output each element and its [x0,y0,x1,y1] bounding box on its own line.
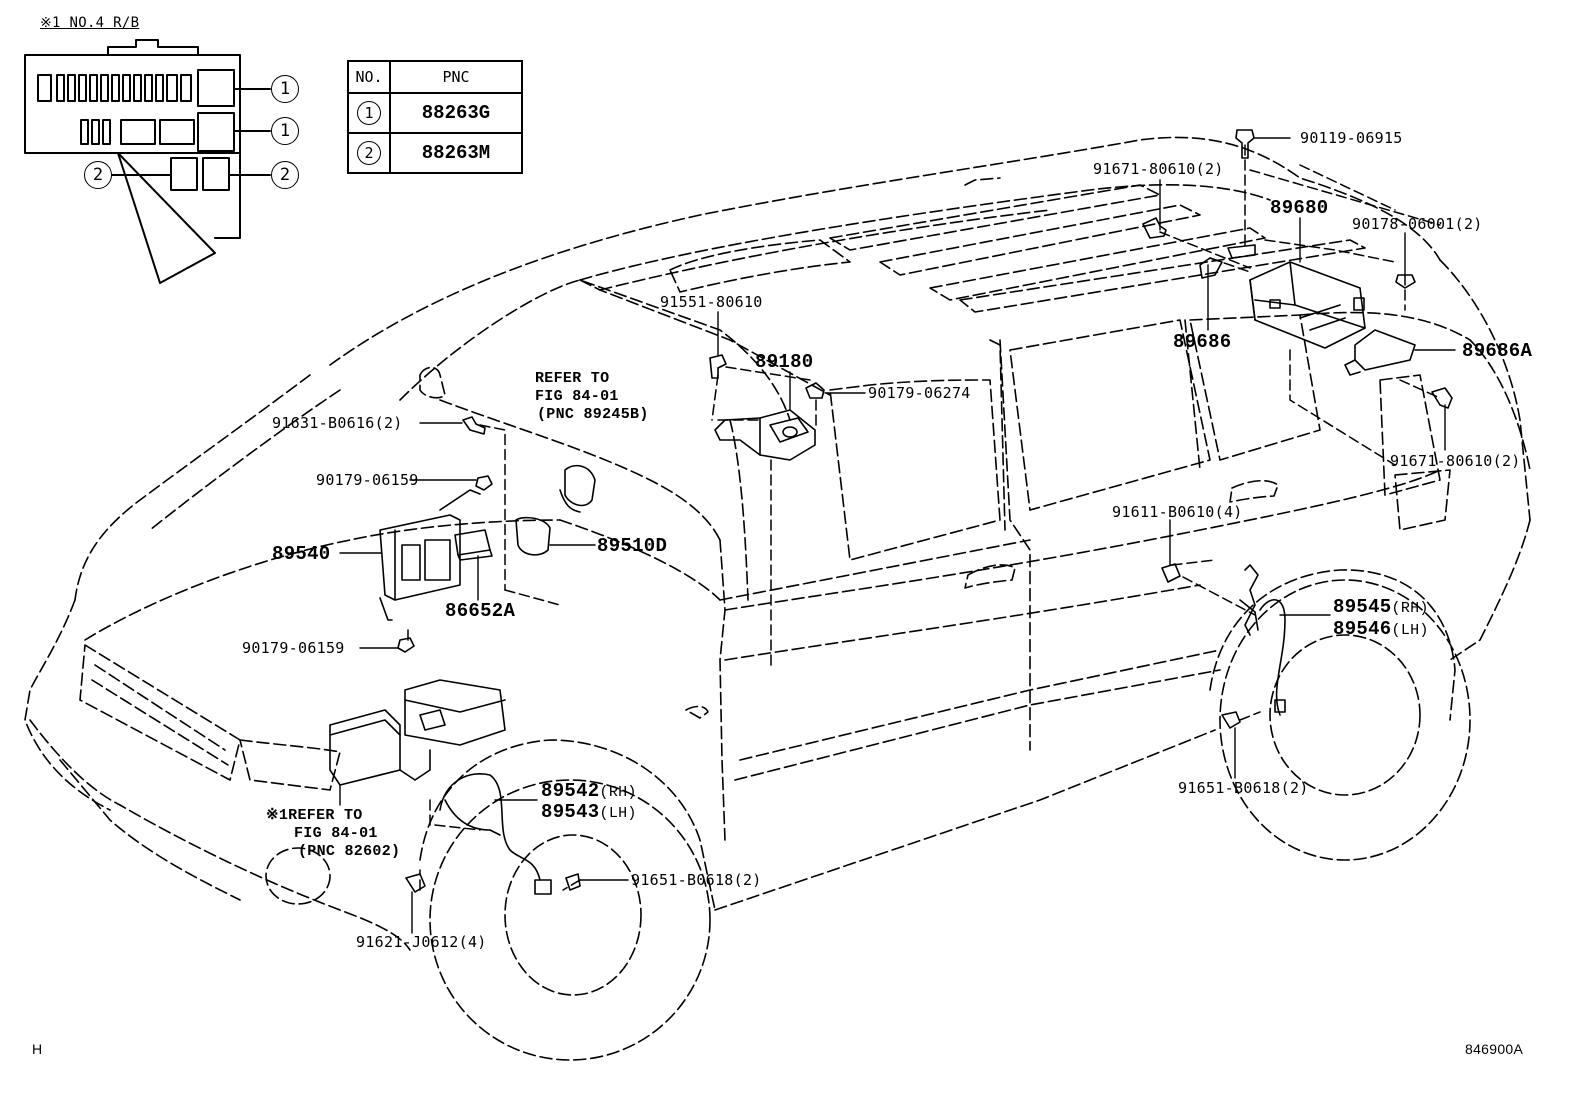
leader-lines [339,137,1456,934]
pnc-table-row: 2 88263M [347,132,523,174]
relay-callout-2b: 2 [271,161,299,189]
refer-note-1-line2: FIG 84-01 [535,388,619,405]
label-89543-side: (LH) [599,805,637,822]
relay-block-drawing [24,39,271,284]
pnc-table-header: NO. PNC [347,60,523,94]
refer-note-2-line2: FIG 84-01 [294,825,378,842]
vehicle-body [24,136,1531,1061]
label-86652A: 86652A [445,600,516,622]
relay-callout-1a: 1 [271,75,299,103]
refer-note-1-line1: REFER TO [535,370,610,387]
label-91671-80610-right: 91671-80610(2) [1390,452,1521,470]
label-90119-06915: 90119-06915 [1300,129,1403,147]
label-89680: 89680 [1270,197,1329,219]
label-89540: 89540 [272,543,331,565]
label-91671-80610-top: 91671-80610(2) [1093,160,1224,178]
parts-drawings [329,129,1453,895]
relay-callout-2a: 2 [84,161,112,189]
label-89546-number: 89546 [1333,618,1392,640]
label-91611-B0610: 91611-B0610(4) [1112,503,1243,521]
pnc-row-value: 88263M [389,132,523,174]
label-91651-B0618-front: 91651-B0618(2) [631,871,762,889]
label-89686: 89686 [1173,331,1232,353]
label-90179-06159-bottom: 90179-06159 [242,639,345,657]
label-89543: 89543(LH) [541,802,637,824]
label-91631-B0616: 91631-B0616(2) [272,414,403,432]
label-89545-number: 89545 [1333,596,1392,618]
relay-callout-1b: 1 [271,117,299,145]
label-90179-06159-top: 90179-06159 [316,471,419,489]
pnc-row-no: 1 [357,101,381,125]
pnc-row-no: 2 [357,141,381,165]
label-89543-number: 89543 [541,801,600,823]
figure-id: 846900A [1465,1041,1524,1057]
label-89510D: 89510D [597,535,668,557]
refer-note-2-line3: (PNC 82602) [298,843,401,860]
label-89180: 89180 [755,351,814,373]
label-89546: 89546(LH) [1333,619,1429,641]
label-91551-80610: 91551-80610 [660,293,763,311]
label-91651-B0618-rear: 91651-B0618(2) [1178,779,1309,797]
label-89542-number: 89542 [541,780,600,802]
label-89542-side: (RH) [599,784,637,801]
label-89545: 89545(RH) [1333,597,1429,619]
pnc-row-value: 88263G [389,92,523,134]
label-89546-side: (LH) [1391,622,1429,639]
corner-mark: H [32,1041,43,1057]
pnc-table-row: 1 88263G [347,92,523,134]
refer-note-2-line1: ※1REFER TO [266,807,363,824]
pnc-header-pnc: PNC [389,60,523,94]
refer-note-1-line3: (PNC 89245B) [537,406,649,423]
label-91621-J0612: 91621-J0612(4) [356,933,487,951]
pnc-header-no: NO. [347,60,391,94]
label-89686A: 89686A [1462,340,1533,362]
label-89542: 89542(RH) [541,781,637,803]
pnc-table: NO. PNC 1 88263G 2 88263M [347,60,523,174]
relay-block-title: ※1 NO.4 R/B [40,15,140,31]
label-89545-side: (RH) [1391,600,1429,617]
label-90179-06274: 90179-06274 [868,384,971,402]
label-90178-06001: 90178-06001(2) [1352,215,1483,233]
